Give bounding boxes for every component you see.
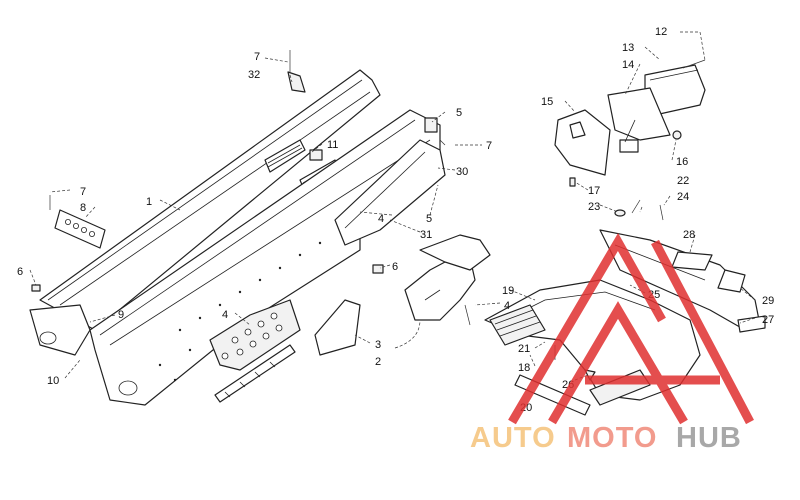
part-11-block: [309, 149, 323, 161]
leader-lines: [29, 31, 756, 381]
callout-5b: 5: [426, 213, 432, 225]
callout-4b: 4: [222, 309, 228, 321]
callout-6a: 6: [392, 261, 398, 273]
callout-27: 27: [762, 314, 774, 326]
callout-7b: 7: [486, 140, 492, 152]
callout-14: 14: [622, 59, 634, 71]
callout-3: 3: [375, 339, 381, 351]
tunnel-side-panel: [89, 109, 441, 406]
callout-21: 21: [518, 343, 530, 355]
callout-1: 1: [146, 196, 152, 208]
callout-7c: 7: [80, 186, 86, 198]
callout-17: 17: [588, 185, 600, 197]
callout-15: 15: [541, 96, 553, 108]
upper-shield-part: [334, 139, 446, 246]
support-bracket-part: [314, 299, 361, 356]
callout-labels: 1 2 3 4 4 4 5 5 6 6 7 7 7 8 9 10 11 12 1…: [17, 26, 774, 414]
watermark: AUTO MOTO HUB: [470, 232, 754, 454]
callout-28: 28: [683, 229, 695, 241]
taillight-assembly: [554, 64, 706, 176]
callout-8: 8: [80, 202, 86, 214]
callout-24: 24: [677, 191, 689, 203]
callout-4c: 4: [504, 300, 510, 312]
callout-12: 12: [655, 26, 667, 38]
watermark-moto: MOTO: [567, 422, 657, 454]
decal-28: [671, 251, 713, 271]
callout-4a: 4: [378, 213, 384, 225]
callout-32: 32: [248, 69, 260, 81]
perforated-strip-part: [54, 209, 106, 249]
callout-29: 29: [762, 295, 774, 307]
callout-18: 18: [518, 362, 530, 374]
callout-11: 11: [327, 139, 338, 151]
callout-31: 31: [420, 229, 432, 241]
watermark-hub: HUB: [676, 422, 742, 454]
callout-6b: 6: [17, 266, 23, 278]
callout-30: 30: [456, 166, 468, 178]
callout-19: 19: [502, 285, 514, 297]
callout-10: 10: [47, 375, 59, 387]
part-32-clip: [287, 71, 306, 93]
callout-13: 13: [622, 42, 634, 54]
callout-9: 9: [118, 309, 124, 321]
callout-23: 23: [588, 201, 600, 213]
watermark-auto: AUTO: [470, 422, 556, 454]
callout-7a: 7: [254, 51, 260, 63]
callout-22: 22: [677, 175, 689, 187]
left-end-bracket: [29, 304, 91, 356]
watermark-triangle-logo: [508, 232, 754, 425]
fasteners: [31, 50, 706, 381]
decal-29: [717, 269, 746, 293]
callout-2: 2: [375, 356, 381, 368]
mount-plate-part: [404, 234, 491, 321]
callout-5a: 5: [456, 107, 462, 119]
callout-16: 16: [676, 156, 688, 168]
